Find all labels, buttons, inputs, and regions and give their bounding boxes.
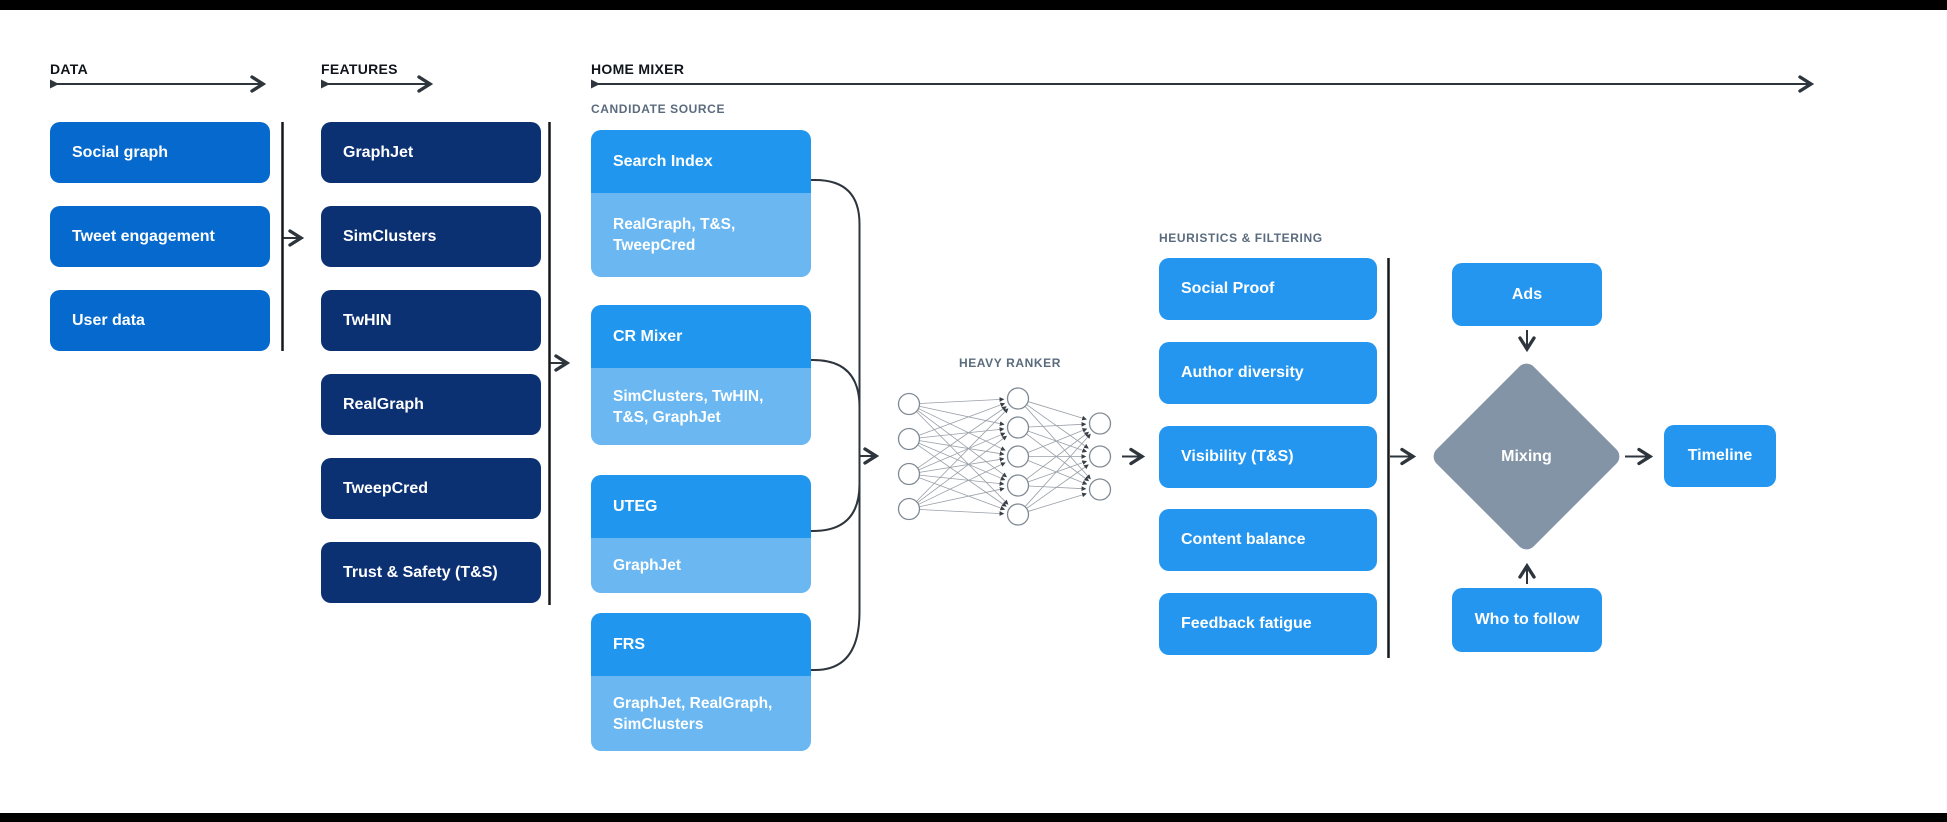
home-mixer-lane-arrow: [591, 75, 1815, 93]
feature-line: T&S, GraphJet: [613, 408, 721, 426]
candidate-source-name: CR Mixer: [591, 305, 811, 368]
candidate-source-features: GraphJet, RealGraph, SimClusters: [591, 676, 811, 751]
heavy-ranker-label: HEAVY RANKER: [958, 356, 1062, 370]
candidate-merge-connectors: [811, 179, 861, 671]
feature-node-trust-safety: Trust & Safety (T&S): [321, 542, 541, 603]
feature-line: GraphJet: [613, 557, 682, 574]
timeline-node: Timeline: [1664, 425, 1776, 487]
feature-line: SimClusters, TwHIN,: [613, 387, 764, 405]
heuristic-node-content-balance: Content balance: [1159, 509, 1377, 571]
candidate-source-cr-mixer: CR Mixer SimClusters, TwHIN, T&S, GraphJ…: [591, 305, 811, 445]
heavy-ranker-network-graphic: [897, 387, 1112, 526]
candidate-source-frs: FRS GraphJet, RealGraph, SimClusters: [591, 613, 811, 751]
heuristic-node-feedback-fatigue: Feedback fatigue: [1159, 593, 1377, 655]
heuristic-node-author-diversity: Author diversity: [1159, 342, 1377, 404]
candidate-source-search-index: Search Index RealGraph, T&S, TweepCred: [591, 130, 811, 277]
mixing-diamond-label: Mixing: [1501, 447, 1552, 465]
mixing-input-who-to-follow: Who to follow: [1452, 588, 1602, 652]
candidate-source-name: Search Index: [591, 130, 811, 193]
candidate-source-name: FRS: [591, 613, 811, 676]
data-node-tweet-engagement: Tweet engagement: [50, 206, 270, 267]
feature-node-tweepcred: TweepCred: [321, 458, 541, 519]
mixing-input-ads: Ads: [1452, 263, 1602, 326]
data-node-social-graph: Social graph: [50, 122, 270, 183]
lane-title-data: DATA: [50, 61, 89, 77]
heuristics-filtering-label: HEURISTICS & FILTERING: [1159, 231, 1323, 245]
lane-title-home-mixer: HOME MIXER: [591, 61, 685, 77]
feature-line: SimClusters: [613, 715, 704, 733]
lane-title-features: FEATURES: [321, 61, 398, 77]
feature-line: GraphJet, RealGraph,: [613, 694, 773, 712]
feature-node-graphjet: GraphJet: [321, 122, 541, 183]
candidate-source-features: GraphJet: [591, 538, 811, 593]
candidate-source-features: SimClusters, TwHIN, T&S, GraphJet: [591, 368, 811, 445]
data-lane-arrow: [50, 75, 267, 93]
mixing-diamond-shape: [1433, 363, 1620, 550]
candidate-source-name: UTEG: [591, 475, 811, 538]
candidate-source-uteg: UTEG GraphJet: [591, 475, 811, 593]
bottom-black-bar: [0, 813, 1947, 822]
candidate-source-features: RealGraph, T&S, TweepCred: [591, 193, 811, 277]
heuristic-node-social-proof: Social Proof: [1159, 258, 1377, 320]
feature-node-simclusters: SimClusters: [321, 206, 541, 267]
flow-arrows: [283, 229, 1654, 584]
feature-node-twhin: TwHIN: [321, 290, 541, 351]
heuristic-node-visibility: Visibility (T&S): [1159, 426, 1377, 488]
feature-line: TweepCred: [613, 237, 696, 254]
feature-node-realgraph: RealGraph: [321, 374, 541, 435]
data-node-user-data: User data: [50, 290, 270, 351]
features-lane-arrow: [321, 75, 434, 93]
feature-line: RealGraph, T&S,: [613, 216, 736, 233]
candidate-source-label: CANDIDATE SOURCE: [591, 102, 726, 116]
top-black-bar: [0, 0, 1947, 10]
